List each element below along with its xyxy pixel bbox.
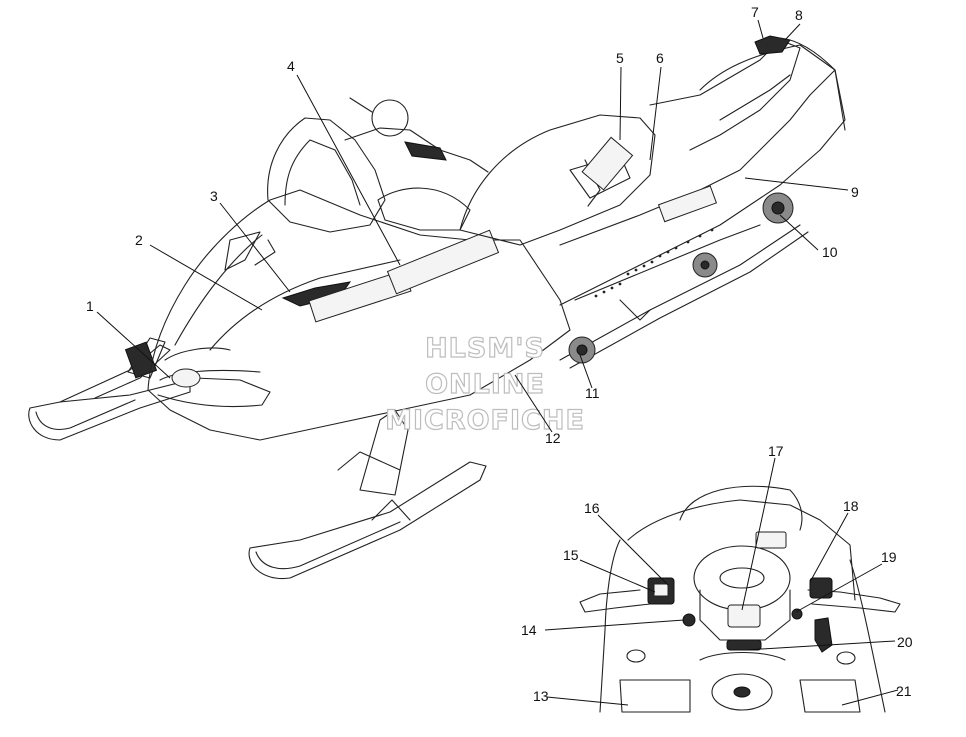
callout-10: 10 — [822, 244, 838, 260]
callout-17: 17 — [768, 443, 784, 459]
watermark-line-1: HLSM'S — [425, 333, 545, 364]
callout-11: 11 — [585, 385, 600, 401]
callout-5: 5 — [616, 50, 624, 66]
watermark: HLSM'S ONLINE MICROFICHE — [384, 332, 584, 436]
callout-13: 13 — [533, 688, 549, 704]
callout-8: 8 — [795, 7, 803, 23]
callout-18: 18 — [843, 498, 859, 514]
callout-15: 15 — [563, 547, 579, 563]
callout-20: 20 — [897, 634, 913, 650]
snowmobile-illustration — [28, 35, 846, 580]
callout-21: 21 — [896, 683, 912, 699]
tunnel-holes — [594, 228, 714, 298]
callout-12: 12 — [545, 430, 561, 446]
callout-9: 9 — [851, 184, 859, 200]
callout-19: 19 — [881, 549, 897, 565]
callout-16: 16 — [584, 500, 600, 516]
callout-2: 2 — [135, 232, 143, 248]
console-illustration — [579, 485, 901, 713]
callout-6: 6 — [656, 50, 664, 66]
callout-14: 14 — [521, 622, 537, 638]
callout-1: 1 — [86, 298, 94, 314]
watermark-line-2: ONLINE — [425, 369, 545, 400]
leader-lines — [96, 19, 899, 706]
callout-4: 4 — [287, 58, 295, 74]
callout-7: 7 — [751, 4, 759, 20]
callout-numbers: 1 2 3 4 5 6 7 8 9 10 11 12 13 14 15 16 1… — [86, 4, 913, 704]
callout-3: 3 — [210, 188, 218, 204]
